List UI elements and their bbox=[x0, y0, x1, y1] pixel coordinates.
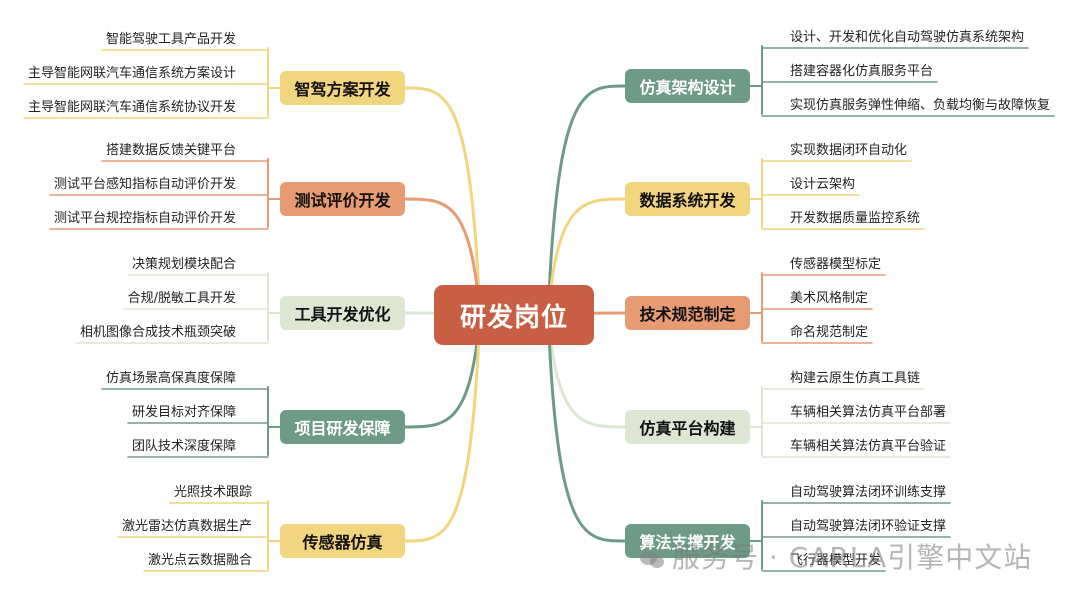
branch-7: 技术规范制定 bbox=[625, 296, 750, 330]
leaf-1-1: 测试平台感知指标自动评价开发 bbox=[53, 177, 236, 192]
branch-6: 数据系统开发 bbox=[625, 182, 750, 216]
leaf-9-0: 自动驾驶算法闭环训练支撑 bbox=[790, 485, 947, 500]
connector-branch-9 bbox=[547, 333, 627, 543]
leaf-8-2: 车辆相关算法仿真平台验证 bbox=[790, 439, 947, 454]
leaf-6-1: 设计云架构 bbox=[790, 177, 856, 192]
center-node: 研发岗位 bbox=[434, 285, 594, 345]
leaf-7-1: 美术风格制定 bbox=[790, 291, 869, 306]
watermark: 服务号 · CARLA引擎中文站 bbox=[640, 536, 1032, 576]
leaf-1-0: 搭建数据反馈关键平台 bbox=[105, 143, 236, 158]
leaf-4-1: 激光雷达仿真数据生产 bbox=[121, 519, 252, 534]
connector-branch-1 bbox=[403, 197, 481, 307]
leaf-0-1: 主导智能网联汽车通信系统方案设计 bbox=[27, 66, 236, 81]
branch-4: 传感器仿真 bbox=[280, 524, 405, 558]
watermark-text: 服务号 · CARLA引擎中文站 bbox=[672, 541, 1033, 574]
leaf-6-0: 实现数据闭环自动化 bbox=[790, 143, 908, 158]
leaf-4-0: 光照技术跟踪 bbox=[173, 485, 252, 500]
leaf-9-1: 自动驾驶算法闭环验证支撑 bbox=[790, 519, 947, 534]
branch-2: 工具开发优化 bbox=[280, 296, 405, 330]
leaf-7-2: 命名规范制定 bbox=[790, 325, 869, 340]
leaf-5-0: 设计、开发和优化自动驾驶仿真系统架构 bbox=[790, 30, 1025, 45]
leaf-5-2: 实现仿真服务弹性伸缩、负载均衡与故障恢复 bbox=[790, 98, 1051, 113]
connector-branch-0 bbox=[403, 86, 481, 297]
leaf-2-1: 合规/脱敏工具开发 bbox=[127, 291, 236, 306]
connector-branch-3 bbox=[403, 323, 481, 429]
leaf-4-2: 激光点云数据融合 bbox=[147, 553, 252, 568]
connector-branch-5 bbox=[547, 84, 627, 297]
leaf-3-1: 研发目标对齐保障 bbox=[131, 405, 236, 420]
leaf-5-1: 搭建容器化仿真服务平台 bbox=[790, 64, 934, 79]
leaf-7-0: 传感器模型标定 bbox=[790, 257, 882, 272]
connector-branch-4 bbox=[403, 333, 481, 543]
branch-8: 仿真平台构建 bbox=[625, 410, 750, 444]
leaf-1-2: 测试平台规控指标自动评价开发 bbox=[53, 211, 236, 226]
leaf-8-0: 构建云原生仿真工具链 bbox=[790, 371, 921, 386]
leaf-8-1: 车辆相关算法仿真平台部署 bbox=[790, 405, 947, 420]
leaf-2-0: 决策规划模块配合 bbox=[131, 257, 236, 272]
leaf-0-2: 主导智能网联汽车通信系统协议开发 bbox=[27, 100, 236, 115]
leaf-2-2: 相机图像合成技术瓶颈突破 bbox=[79, 325, 236, 340]
leaf-0-0: 智能驾驶工具产品开发 bbox=[105, 32, 236, 47]
branch-3: 项目研发保障 bbox=[280, 410, 405, 444]
branch-5: 仿真架构设计 bbox=[625, 69, 750, 103]
wechat-icon bbox=[640, 549, 666, 569]
connector-branch-8 bbox=[547, 323, 627, 429]
leaf-3-2: 团队技术深度保障 bbox=[131, 439, 236, 454]
leaf-6-2: 开发数据质量监控系统 bbox=[790, 211, 921, 226]
connector-branch-6 bbox=[547, 197, 627, 307]
leaf-9-2: 飞行器模型开发 bbox=[790, 553, 882, 568]
leaf-3-0: 仿真场景高保真度保障 bbox=[105, 371, 236, 386]
branch-0: 智驾方案开发 bbox=[280, 71, 405, 105]
branch-1: 测试评价开发 bbox=[280, 182, 405, 216]
